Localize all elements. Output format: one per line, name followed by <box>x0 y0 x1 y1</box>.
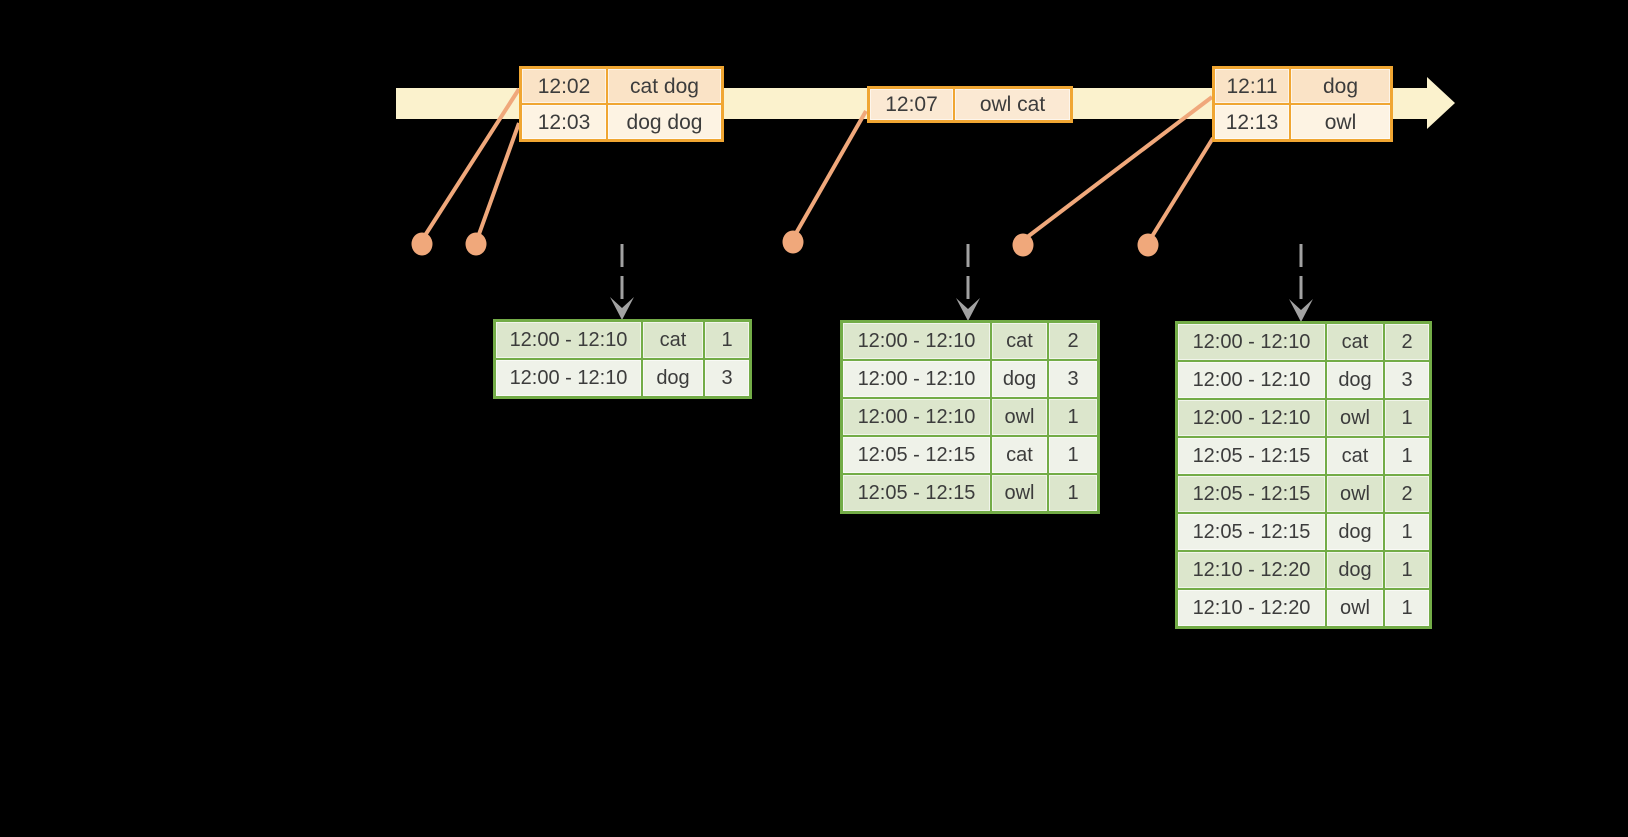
count-cell: 1 <box>1049 475 1097 511</box>
event-dot <box>1012 233 1034 257</box>
count-cell: 2 <box>1385 324 1429 360</box>
window-range-cell: 12:05 - 12:15 <box>1178 514 1325 550</box>
event-dot <box>1137 233 1159 257</box>
event-time-cell: 12:13 <box>1215 105 1289 139</box>
event-dot <box>411 232 433 256</box>
event-connector-line <box>1024 95 1214 240</box>
count-cell: 1 <box>1049 437 1097 473</box>
event-time-cell: 12:02 <box>522 69 606 103</box>
word-cell: dog <box>1327 514 1383 550</box>
count-cell: 1 <box>1385 438 1429 474</box>
count-cell: 1 <box>1385 552 1429 588</box>
event-words-cell: cat dog <box>608 69 721 103</box>
window-range-cell: 12:00 - 12:10 <box>843 361 990 397</box>
trigger-arrowhead-icon <box>1289 299 1313 322</box>
window-range-cell: 12:00 - 12:10 <box>496 360 641 396</box>
event-words-cell: dog dog <box>608 105 721 139</box>
window-range-cell: 12:05 - 12:15 <box>843 437 990 473</box>
window-range-cell: 12:00 - 12:10 <box>1178 324 1325 360</box>
window-range-cell: 12:00 - 12:10 <box>1178 400 1325 436</box>
word-cell: owl <box>1327 400 1383 436</box>
count-cell: 3 <box>705 360 749 396</box>
count-cell: 3 <box>1385 362 1429 398</box>
event-words-cell: owl cat <box>955 89 1070 120</box>
word-cell: cat <box>992 323 1047 359</box>
word-cell: dog <box>1327 552 1383 588</box>
word-cell: owl <box>1327 476 1383 512</box>
word-cell: owl <box>992 399 1047 435</box>
count-cell: 2 <box>1385 476 1429 512</box>
trigger-arrowhead-icon <box>610 297 634 320</box>
count-cell: 1 <box>1385 514 1429 550</box>
word-cell: dog <box>992 361 1047 397</box>
window-range-cell: 12:00 - 12:10 <box>843 399 990 435</box>
window-range-cell: 12:05 - 12:15 <box>1178 476 1325 512</box>
event-words-cell: owl <box>1291 105 1390 139</box>
event-connector-line <box>1149 136 1215 240</box>
event-dot <box>782 230 804 254</box>
window-range-cell: 12:05 - 12:15 <box>843 475 990 511</box>
event-time-cell: 12:11 <box>1215 69 1289 103</box>
word-cell: cat <box>1327 438 1383 474</box>
window-range-cell: 12:10 - 12:20 <box>1178 552 1325 588</box>
timeline-arrowhead-icon <box>1427 77 1455 129</box>
count-cell: 1 <box>1385 400 1429 436</box>
word-cell: cat <box>643 322 703 358</box>
word-cell: cat <box>1327 324 1383 360</box>
window-range-cell: 12:00 - 12:10 <box>1178 362 1325 398</box>
word-cell: cat <box>992 437 1047 473</box>
window-range-cell: 12:00 - 12:10 <box>843 323 990 359</box>
count-cell: 1 <box>1385 590 1429 626</box>
event-connector-line <box>793 110 868 236</box>
event-words-cell: dog <box>1291 69 1390 103</box>
count-cell: 1 <box>1049 399 1097 435</box>
event-time-cell: 12:03 <box>522 105 606 139</box>
word-cell: dog <box>1327 362 1383 398</box>
event-dot <box>465 232 487 256</box>
trigger-arrowhead-icon <box>956 298 980 321</box>
count-cell: 3 <box>1049 361 1097 397</box>
event-connector-line <box>422 87 521 239</box>
event-time-cell: 12:07 <box>870 89 953 120</box>
count-cell: 1 <box>705 322 749 358</box>
word-cell: owl <box>992 475 1047 511</box>
event-connector-line <box>476 122 521 238</box>
window-range-cell: 12:00 - 12:10 <box>496 322 641 358</box>
word-cell: dog <box>643 360 703 396</box>
word-cell: owl <box>1327 590 1383 626</box>
window-range-cell: 12:05 - 12:15 <box>1178 438 1325 474</box>
count-cell: 2 <box>1049 323 1097 359</box>
window-range-cell: 12:10 - 12:20 <box>1178 590 1325 626</box>
